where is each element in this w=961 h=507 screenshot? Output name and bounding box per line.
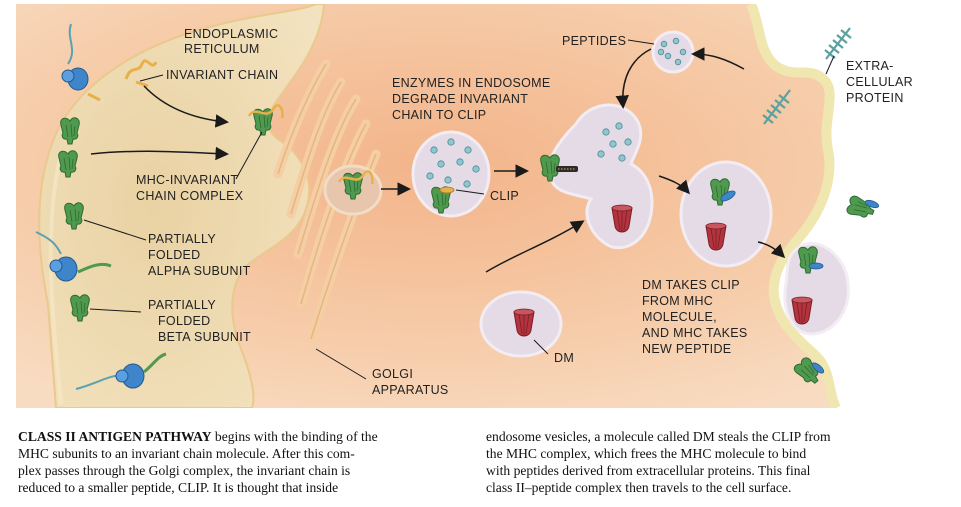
label-alpha: PARTIALLY FOLDED ALPHA SUBUNIT	[148, 232, 251, 278]
mhc-peptide-exchange	[710, 178, 736, 206]
ribosome-chain-bottom	[75, 352, 167, 390]
label-beta-line2: FOLDED	[158, 314, 211, 328]
arrows	[90, 47, 786, 273]
mhc-clip-endosome	[431, 186, 455, 214]
figure-caption: CLASS II ANTIGEN PATHWAY begins with the…	[18, 428, 946, 500]
endosome-dm-exchange	[679, 160, 773, 268]
caption-left-line1: CLASS II ANTIGEN PATHWAY begins with the…	[18, 428, 464, 445]
label-enzymes-line3: CHAIN TO CLIP	[392, 108, 486, 122]
label-dm-takes-line2: FROM MHC	[642, 294, 713, 308]
label-mhc-complex-line2: CHAIN COMPLEX	[136, 189, 244, 203]
caption-right-line4: class II–peptide complex then travels to…	[486, 480, 792, 495]
label-mhc-complex: MHC-INVARIANT CHAIN COMPLEX	[136, 173, 244, 203]
label-enzymes-line2: DEGRADE INVARIANT	[392, 92, 528, 106]
mhc-invariant-complex-golgi	[337, 170, 374, 200]
label-extracellular-line1: EXTRA-	[846, 59, 894, 73]
ribosome-chain-mid	[35, 231, 112, 282]
dm-molecule	[513, 308, 535, 337]
label-dm-takes-line5: NEW PEPTIDE	[642, 342, 731, 356]
label-dm: DM	[554, 351, 574, 365]
caption-heading: CLASS II ANTIGEN PATHWAY	[18, 429, 212, 444]
ribosome-chain-top	[61, 23, 101, 102]
label-golgi-line1: GOLGI	[372, 367, 413, 381]
label-peptides: PEPTIDES	[562, 34, 626, 48]
label-er-line1: ENDOPLASMIC	[184, 27, 278, 41]
mhc-clip-fusion	[540, 154, 578, 182]
dm-exchange	[705, 222, 727, 251]
label-dm-takes: DM TAKES CLIP FROM MHC MOLECULE, AND MHC…	[642, 278, 748, 356]
peptide-dots-fusion	[597, 122, 632, 162]
caption-right-line3: with peptides derived from extracellular…	[486, 463, 811, 478]
surface-mhc-2	[791, 355, 825, 389]
label-golgi-line2: APPARATUS	[372, 383, 449, 397]
caption-right-line2: the MHC complex, which frees the MHC mol…	[486, 446, 807, 461]
surface-mhc-1	[844, 194, 880, 222]
caption-right-line1: endosome vesicles, a molecule called DM …	[486, 429, 831, 444]
label-alpha-line1: PARTIALLY	[148, 232, 216, 246]
invariant-chain	[124, 59, 158, 80]
caption-left-line1-text: begins with the binding of the	[211, 429, 378, 444]
label-mhc-complex-line1: MHC-INVARIANT	[136, 173, 238, 187]
caption-left-line2: MHC subunits to an invariant chain molec…	[18, 446, 355, 461]
mhc-invariant-complex-er	[247, 104, 284, 136]
label-dm-takes-line1: DM TAKES CLIP	[642, 278, 740, 292]
label-enzymes-line1: ENZYMES IN ENDOSOME	[392, 76, 551, 90]
dm-fusion	[611, 204, 633, 233]
extracellular-protein	[762, 27, 852, 125]
mhc-peptide-vesicle	[798, 246, 824, 274]
caption-left-line4: reduced to a smaller peptide, CLIP. It i…	[18, 480, 339, 495]
caption-right-column: endosome vesicles, a molecule called DM …	[486, 428, 932, 496]
label-beta-line1: PARTIALLY	[148, 298, 216, 312]
label-beta: PARTIALLY FOLDED BETA SUBUNIT	[148, 298, 251, 344]
label-er: ENDOPLASMIC RETICULUM	[184, 27, 278, 56]
label-dm-takes-line4: AND MHC TAKES	[642, 326, 748, 340]
label-extracellular-line2: CELLULAR	[846, 75, 913, 89]
label-enzymes: ENZYMES IN ENDOSOME DEGRADE INVARIANT CH…	[392, 76, 551, 122]
label-alpha-line2: FOLDED	[148, 248, 201, 262]
label-beta-line3: BETA SUBUNIT	[158, 330, 251, 344]
plasma-membrane	[746, 4, 841, 408]
caption-left-line3: plex passes through the Golgi complex, t…	[18, 463, 351, 478]
label-invariant-chain: INVARIANT CHAIN	[166, 68, 278, 82]
label-dm-takes-line3: MOLECULE,	[642, 310, 717, 324]
label-golgi: GOLGI APPARATUS	[372, 367, 449, 397]
label-er-line2: RETICULUM	[184, 42, 260, 56]
dm-vesicle-2	[791, 296, 813, 325]
label-extracellular: EXTRA- CELLULAR PROTEIN	[846, 59, 913, 105]
leader-lines	[83, 39, 835, 380]
label-alpha-line3: ALPHA SUBUNIT	[148, 264, 251, 278]
antigen-pathway-diagram: ENDOPLASMIC RETICULUM INVARIANT CHAIN MH…	[16, 4, 945, 408]
label-extracellular-line3: PROTEIN	[846, 91, 904, 105]
label-clip: CLIP	[490, 189, 519, 203]
caption-left-column: CLASS II ANTIGEN PATHWAY begins with the…	[18, 428, 464, 496]
